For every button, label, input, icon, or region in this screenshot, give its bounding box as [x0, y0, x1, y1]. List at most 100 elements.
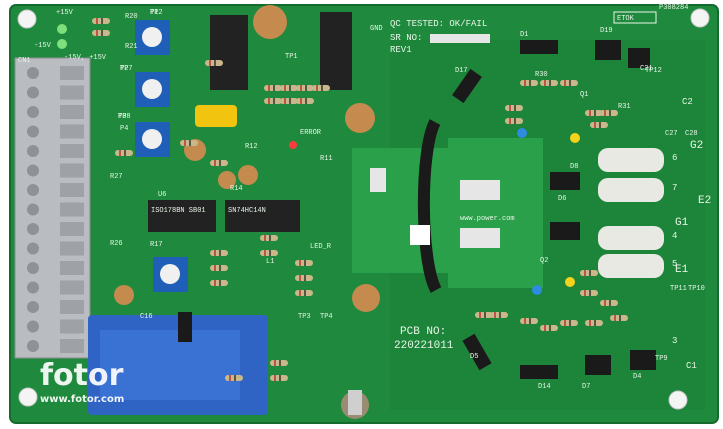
ref-designator: LED_R	[310, 243, 332, 251]
connector-label: CN1	[18, 57, 31, 65]
resistor	[270, 360, 288, 366]
ref-designator: R20	[125, 13, 138, 21]
ref-designator: U6	[158, 191, 166, 199]
resistor	[296, 98, 314, 104]
ref-designator: C21	[640, 65, 653, 73]
resistor	[296, 85, 314, 91]
resistor	[312, 85, 330, 91]
terminal-slot	[60, 261, 84, 275]
driver-url: www.power.com	[460, 215, 515, 223]
terminal-slot	[60, 339, 84, 353]
pin-number: 7	[672, 183, 677, 193]
ref-designator: R14	[230, 185, 243, 193]
terminal-slot	[60, 163, 84, 178]
resistor	[295, 260, 313, 266]
terminal-slot	[60, 241, 84, 256]
terminal-c2: C2	[682, 97, 693, 107]
resistor	[264, 85, 282, 91]
ic-top-label: ISO178BN SB01	[151, 207, 206, 215]
sr-label: SR NO:	[390, 33, 422, 43]
terminal-c1: C1	[686, 361, 697, 371]
sr-number-box	[430, 34, 490, 43]
ref-designator: TP4	[320, 313, 333, 321]
ref-designator: C16	[140, 313, 153, 321]
resistor	[580, 270, 598, 276]
terminal-screw	[27, 320, 39, 333]
ref-designator: D5	[470, 353, 478, 361]
trimmer-potentiometers	[135, 20, 188, 292]
terminal-screw	[27, 242, 39, 255]
resistor	[600, 300, 618, 306]
resistor	[280, 98, 298, 104]
resistor	[520, 80, 538, 86]
rail-pos-label: +15V	[56, 9, 74, 17]
ref-designator: R26	[110, 240, 123, 248]
terminal-screw	[27, 86, 39, 99]
ref-designator: TP10	[688, 285, 705, 293]
ref-designator: D6	[558, 195, 566, 203]
relay	[88, 312, 268, 415]
part-number: P308284	[659, 4, 688, 12]
resistor	[560, 80, 578, 86]
resistor	[210, 250, 228, 256]
terminal-screw	[27, 301, 39, 313]
watermark-url: www.fotor.com	[40, 394, 124, 405]
rail-neg-label: -15V	[34, 42, 52, 50]
terminal-slot	[60, 85, 84, 100]
resistor	[585, 320, 603, 326]
pin-number: 6	[672, 153, 677, 163]
resistor	[540, 80, 558, 86]
driver-board	[352, 119, 543, 293]
resistor	[115, 150, 133, 156]
resistor	[580, 290, 598, 296]
terminal-screw	[27, 145, 39, 157]
terminal-e2: E2	[698, 195, 711, 207]
integrated-circuits	[148, 12, 352, 232]
ref-designator: R17	[150, 241, 163, 249]
error-label: ERROR	[300, 129, 322, 137]
silkscreen: P308284 ETOK QC TESTED: OK/FAIL SR NO: R…	[18, 4, 711, 391]
ref-designator: R30	[535, 71, 548, 79]
terminal-slot	[60, 183, 84, 197]
resistor	[210, 280, 228, 286]
terminal-slot	[60, 300, 84, 314]
qc-label: QC TESTED: OK/FAIL	[390, 19, 487, 29]
resistor	[210, 160, 228, 166]
resistor	[610, 315, 628, 321]
ref-designator: TP7	[120, 65, 133, 73]
terminal-g1: G1	[675, 217, 689, 229]
gnd-label: GND	[370, 25, 383, 33]
resistor	[180, 140, 198, 146]
resistor	[505, 105, 523, 111]
ref-designator: D19	[600, 27, 613, 35]
terminal-screw	[27, 106, 39, 118]
watermark: fotor www.fotor.com	[40, 358, 124, 405]
terminal-screw	[27, 125, 39, 138]
ic-second-label: SN74HC14N	[228, 207, 266, 215]
ref-designator: D1	[520, 31, 528, 39]
terminal-screw	[27, 203, 39, 216]
terminal-slot	[60, 66, 84, 80]
terminal-slot	[60, 144, 84, 158]
ref-designator: R27	[110, 173, 123, 181]
resistor	[260, 250, 278, 256]
resistor	[92, 30, 110, 36]
ref-designator: D7	[582, 383, 590, 391]
ref-designator: D14	[538, 383, 551, 391]
ref-designator: TP11	[670, 285, 687, 293]
resistor	[590, 122, 608, 128]
ref-designator: TP8	[118, 113, 131, 121]
terminal-screw	[27, 340, 39, 352]
ref-designator: R31	[618, 103, 631, 111]
resistors	[92, 18, 628, 381]
terminal-slot	[60, 202, 84, 217]
ref-designator: TP2	[150, 9, 163, 17]
resistor	[295, 275, 313, 281]
resistor	[505, 118, 523, 124]
leds	[57, 24, 580, 295]
terminal-screw	[27, 184, 39, 196]
resistor	[520, 318, 538, 324]
ref-designator: D17	[455, 67, 468, 75]
pin-number: 5	[672, 259, 677, 269]
